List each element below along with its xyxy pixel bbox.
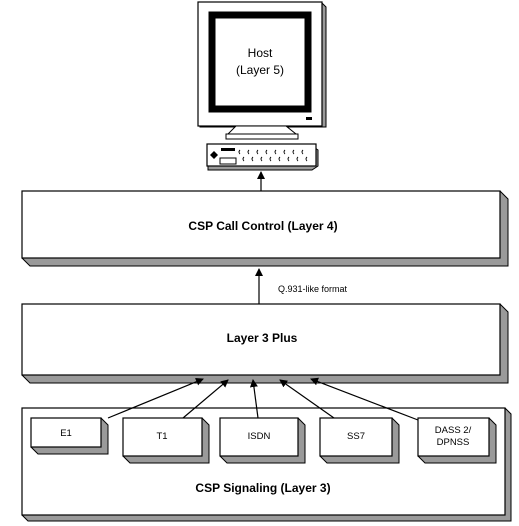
keyboard-key: [265, 149, 268, 155]
keyboard-key: [278, 156, 281, 162]
module-t1: T1: [122, 417, 210, 464]
power-button-icon: [306, 117, 312, 120]
host-label-line1: Host: [248, 46, 273, 60]
module-isdn-label: ISDN: [248, 431, 271, 442]
module-t1-label: T1: [156, 431, 167, 442]
layer3-plus-box: [21, 303, 509, 384]
keyboard-key: [283, 149, 286, 155]
call-control-label: CSP Call Control (Layer 4): [188, 219, 337, 233]
module-e1-label: E1: [60, 428, 72, 439]
module-dass2-label-line1: DASS 2/: [435, 425, 472, 436]
module-ss7: SS7: [319, 417, 400, 464]
monitor-stand: [226, 125, 298, 135]
keyboard-keys: [238, 149, 308, 162]
keyboard-key: [292, 149, 295, 155]
keyboard-key: [305, 156, 308, 162]
interface-note: Q.931-like format: [278, 284, 348, 294]
signaling-label: CSP Signaling (Layer 3): [195, 481, 330, 495]
keyboard-key: [260, 156, 263, 162]
keyboard-key: [242, 156, 245, 162]
keyboard-key: [256, 149, 259, 155]
arrow-isdn-to-layer3plus: [249, 379, 259, 419]
host-label-line2: (Layer 5): [236, 63, 284, 77]
module-dass2: DASS 2/ DPNSS: [417, 417, 497, 464]
arrow-t1-to-layer3plus: [182, 379, 229, 419]
keyboard-key: [238, 149, 241, 155]
keyboard-key: [301, 149, 304, 155]
monitor-base: [225, 133, 299, 140]
monitor-screen: [214, 17, 306, 107]
keyboard-slot: [219, 157, 237, 165]
keyboard-bar: [221, 148, 235, 151]
module-ss7-label: SS7: [347, 431, 365, 442]
arrow-ss7-to-layer3plus: [279, 379, 335, 419]
keyboard-dpad: [210, 151, 218, 159]
keyboard-key: [296, 156, 299, 162]
arrow-e1-to-layer3plus: [107, 377, 204, 419]
keyboard-key: [269, 156, 272, 162]
arrow-dass2-to-layer3plus: [310, 377, 419, 421]
module-e1: E1: [30, 417, 109, 455]
keyboard-key: [251, 156, 254, 162]
keyboard-key: [287, 156, 290, 162]
module-isdn: ISDN: [219, 417, 306, 464]
host-computer-icon: [197, 1, 327, 171]
module-dass2-label-line2: DPNSS: [437, 437, 470, 448]
call-control-box: [21, 190, 509, 267]
layer3-plus-label: Layer 3 Plus: [227, 331, 298, 345]
keyboard-key: [247, 149, 250, 155]
keyboard-key: [274, 149, 277, 155]
